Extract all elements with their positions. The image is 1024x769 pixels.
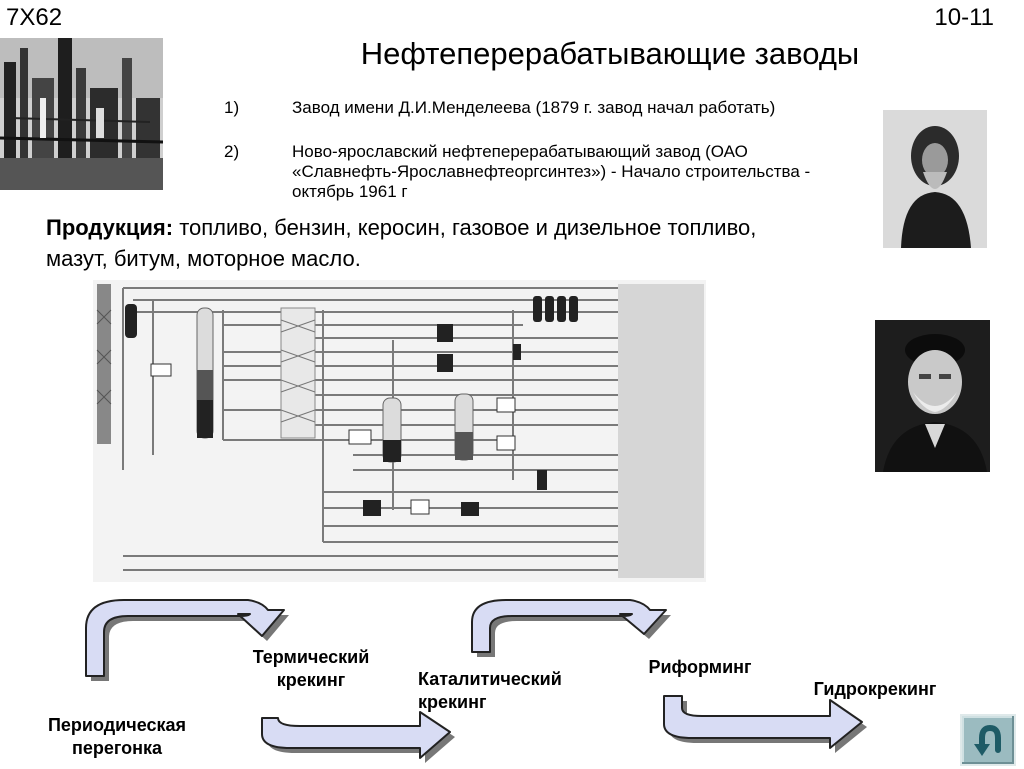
process-arrows (85, 599, 867, 763)
products-text: топливо, бензин, керосин, газовое и дизе… (46, 215, 757, 271)
products-paragraph: Продукция: топливо, бензин, керосин, газ… (46, 212, 786, 274)
arrow-periodic-to-thermal (85, 599, 285, 677)
list-number-1: 1) (224, 98, 240, 117)
stage-periodic-distillation: Периодическая перегонка (47, 715, 186, 758)
list-item-2: Ново-ярославский нефтеперерабатывающий з… (292, 142, 811, 201)
page-number: 10-11 (934, 4, 994, 31)
stage-hydrocracking: Гидрокрекинг (813, 679, 937, 699)
slide-code: 7X62 (6, 4, 63, 31)
stage-reforming: Риформинг (648, 657, 752, 677)
stage-catalytic-cracking: Каталитический крекинг (418, 669, 562, 712)
products-label: Продукция: (46, 215, 174, 240)
page-title: Нефтеперерабатывающие заводы (360, 36, 860, 71)
arrow-thermal-to-catalytic (261, 711, 451, 759)
stage-thermal-cracking: Термический крекинг (252, 647, 370, 690)
arrow-reforming-to-hydrocracking (663, 695, 863, 749)
back-button[interactable] (960, 714, 1016, 766)
list-item-1: Завод имени Д.И.Менделеева (1879 г. заво… (292, 98, 776, 117)
list-number-2: 2) (224, 142, 240, 161)
refinery-photo (0, 38, 163, 190)
refinery-flow-diagram (93, 280, 706, 582)
portrait-scientist (875, 320, 990, 472)
arrow-catalytic-to-reforming (471, 599, 667, 653)
portrait-mendeleev (883, 110, 987, 248)
u-turn-arrow-icon (974, 724, 1001, 756)
